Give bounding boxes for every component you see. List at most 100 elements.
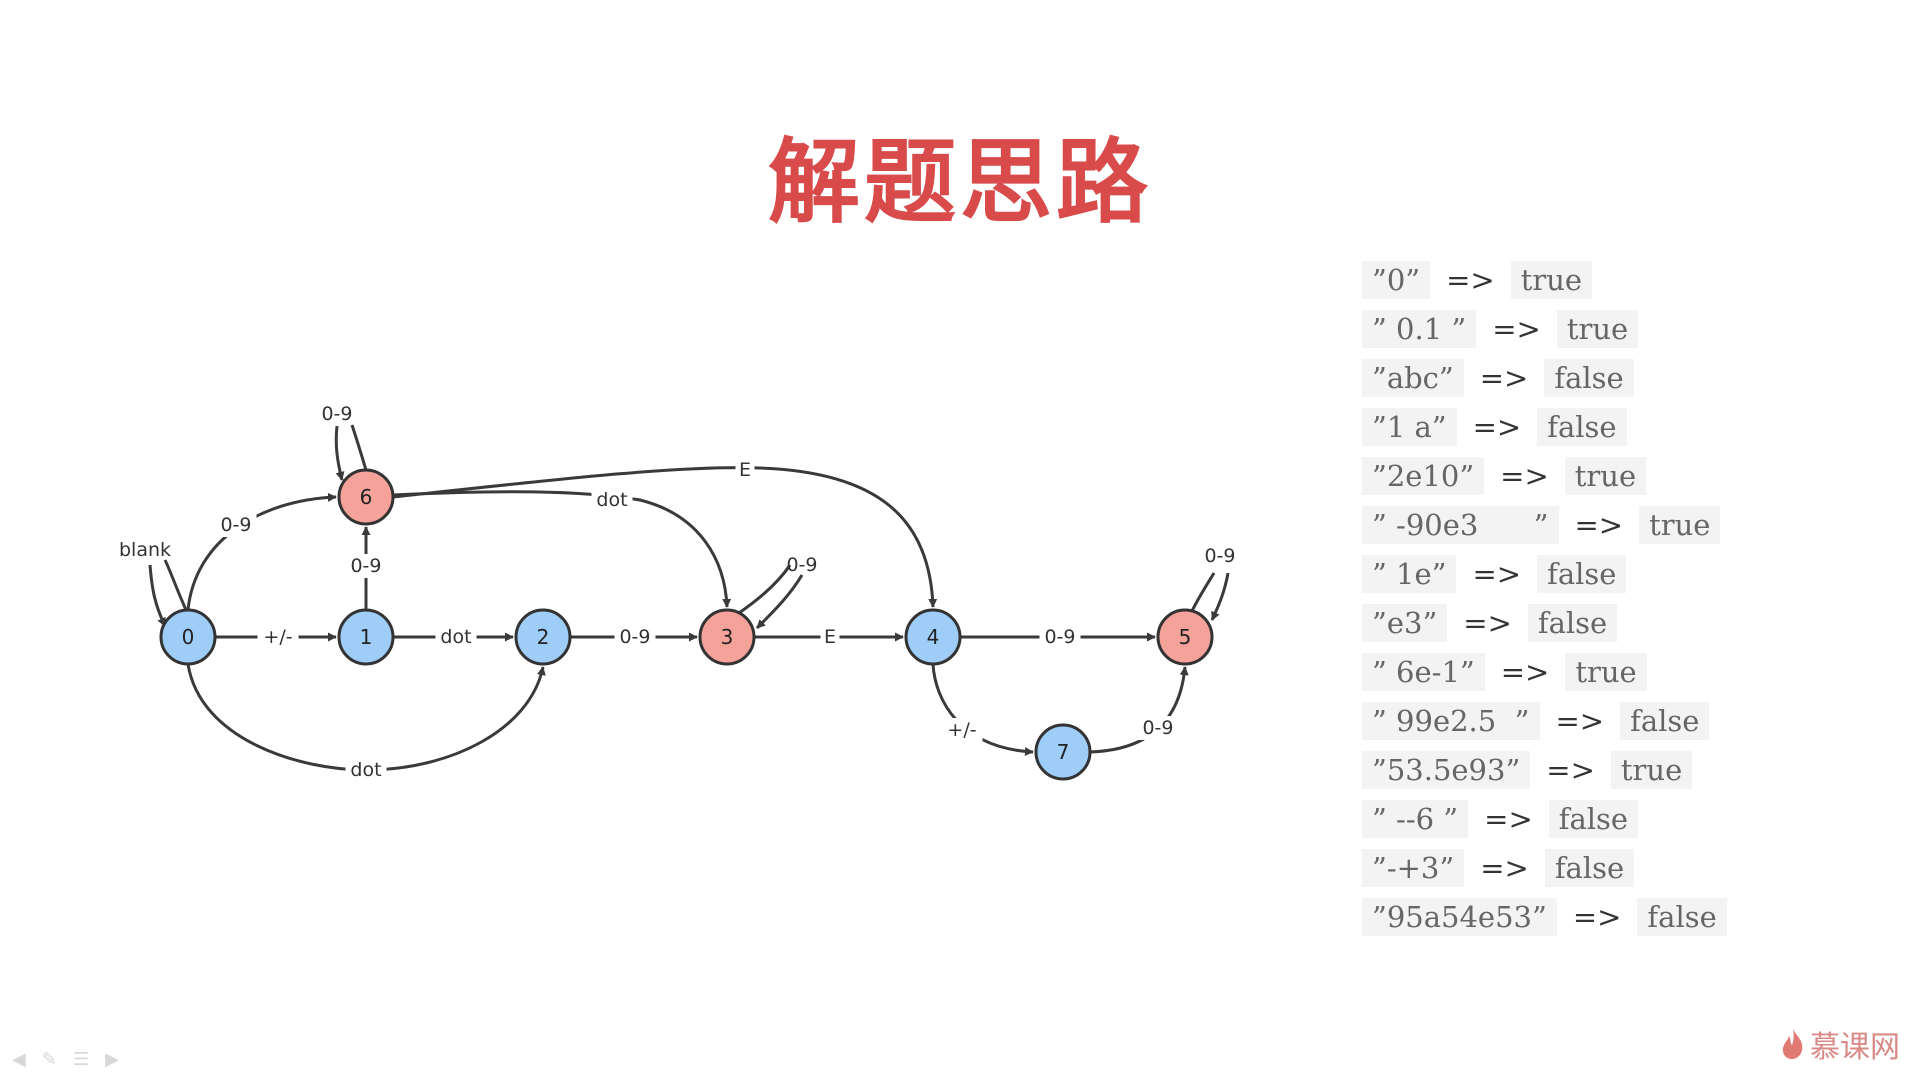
edge-label-3-3: 0-9 (786, 554, 817, 576)
example-result: false (1548, 799, 1639, 838)
example-arrow: => (1446, 262, 1495, 297)
edge-0-2 (186, 663, 546, 772)
example-result: false (1544, 848, 1635, 887)
state-node-5 (1156, 608, 1214, 666)
edge-label-bg (435, 625, 477, 649)
example-arrow: => (1480, 850, 1529, 885)
example-arrow: => (1500, 458, 1549, 493)
example-row: ”2e10” => true (1362, 451, 1882, 500)
edge-label-3-4: E (824, 626, 836, 648)
example-row: ”0”=>true (1362, 255, 1882, 304)
flame-icon (1782, 1029, 1803, 1059)
edge-label-bg (345, 554, 387, 578)
example-input: ” 99e2.5 ” (1362, 701, 1540, 740)
edge-label-0-2: dot (350, 759, 381, 781)
example-row: ”abc” => false (1362, 353, 1882, 402)
state-label-4: 4 (927, 625, 940, 649)
state-label-1: 1 (360, 625, 373, 649)
menu-icon[interactable]: ☰ (72, 1049, 90, 1070)
example-arrow: => (1463, 605, 1512, 640)
edge-5-5-loop-b (1210, 572, 1230, 621)
example-row: ”53.5e93”=>true (1362, 745, 1882, 794)
example-input: ”95a54e53” (1362, 897, 1557, 936)
edge-3-3-loop-b (755, 574, 804, 630)
next-icon[interactable]: ▶ (105, 1049, 119, 1070)
edge-label-0-1: +/- (263, 626, 292, 648)
state-node-0 (159, 608, 217, 666)
edge-label-4-5: 0-9 (1044, 626, 1075, 648)
edge-label-bg (591, 488, 633, 512)
edge-0-0-loop-a (163, 559, 188, 611)
example-input: ”-+3” (1362, 848, 1465, 887)
edge-label-bg (345, 758, 387, 782)
example-input: ” 6e-1” (1362, 652, 1485, 691)
edge-label-7-5: 0-9 (1142, 717, 1173, 739)
edge-label-bg (941, 718, 983, 742)
example-arrow: => (1472, 556, 1522, 591)
example-result: false (1620, 701, 1710, 740)
brand-logo: 慕课网 (1780, 1022, 1900, 1066)
edge-label-6-4: E (739, 459, 751, 481)
edge-0-6 (186, 492, 337, 611)
example-row: ” -90e3 ”=>true (1362, 500, 1882, 549)
edge-0-0-loop-b (148, 564, 167, 627)
example-row: ” 1e” => false (1362, 549, 1882, 598)
example-result: true (1565, 652, 1647, 691)
prev-icon[interactable]: ◀ (12, 1049, 26, 1070)
edge-label-1-6: 0-9 (350, 555, 381, 577)
example-input: ” 1e” (1362, 554, 1457, 593)
edge-label-4-7: +/- (947, 719, 976, 741)
example-result: true (1564, 456, 1647, 495)
pen-icon[interactable]: ✎ (41, 1049, 57, 1070)
example-input: ”2e10” (1362, 456, 1485, 495)
state-node-4 (904, 608, 962, 666)
edge-label-2-3: 0-9 (619, 626, 650, 648)
state-label-2: 2 (537, 625, 550, 649)
state-label-7: 7 (1057, 740, 1070, 764)
state-node-7 (1034, 723, 1092, 781)
example-result: false (1537, 554, 1627, 593)
example-input: ” -90e3 ” (1362, 505, 1559, 544)
brand-name: 慕课网 (1810, 1030, 1900, 1065)
example-row: ” 6e-1” => true (1362, 647, 1882, 696)
state-label-5: 5 (1179, 625, 1192, 649)
edge-label-bg (215, 513, 257, 537)
edge-6-4 (392, 466, 938, 608)
edge-6-6-loop-a (350, 424, 368, 471)
state-label-0: 0 (182, 625, 195, 649)
edge-label-1-2: dot (440, 626, 471, 648)
example-arrow: => (1500, 654, 1550, 689)
example-input: ”abc” (1362, 358, 1464, 397)
example-result: true (1556, 309, 1639, 348)
example-result: false (1544, 358, 1634, 397)
edge-label-0-6: 0-9 (220, 514, 251, 536)
state-label-3: 3 (721, 625, 734, 649)
edge-label-0-0: blank (119, 539, 171, 561)
example-result: false (1637, 897, 1727, 936)
example-row: ” 0.1 ” => true (1362, 304, 1882, 353)
edge-label-6-3: dot (596, 489, 627, 511)
edges-layer (148, 424, 1230, 772)
example-arrow: => (1479, 360, 1529, 395)
edge-label-bg (820, 625, 840, 649)
example-row: ”-+3” => false (1362, 843, 1882, 892)
edge-label-bg (1039, 625, 1081, 649)
example-input: ” 0.1 ” (1362, 309, 1477, 348)
example-row: ”95a54e53”=>false (1362, 892, 1882, 941)
edge-5-5-loop-a (1190, 572, 1216, 612)
edge-6-3 (392, 490, 732, 608)
example-input: ”1 a” (1362, 407, 1457, 446)
state-node-3 (698, 608, 756, 666)
example-row: ”1 a”=>false (1362, 402, 1882, 451)
example-row: ” --6 ”=>false (1362, 794, 1882, 843)
example-arrow: => (1492, 311, 1541, 346)
example-result: true (1510, 260, 1593, 299)
edge-label-bg (614, 625, 656, 649)
example-arrow: => (1484, 801, 1533, 836)
page-title: 解题思路 (767, 129, 1152, 236)
example-arrow: => (1555, 703, 1605, 738)
edge-label-6-6: 0-9 (321, 403, 352, 425)
example-result: true (1610, 750, 1693, 789)
